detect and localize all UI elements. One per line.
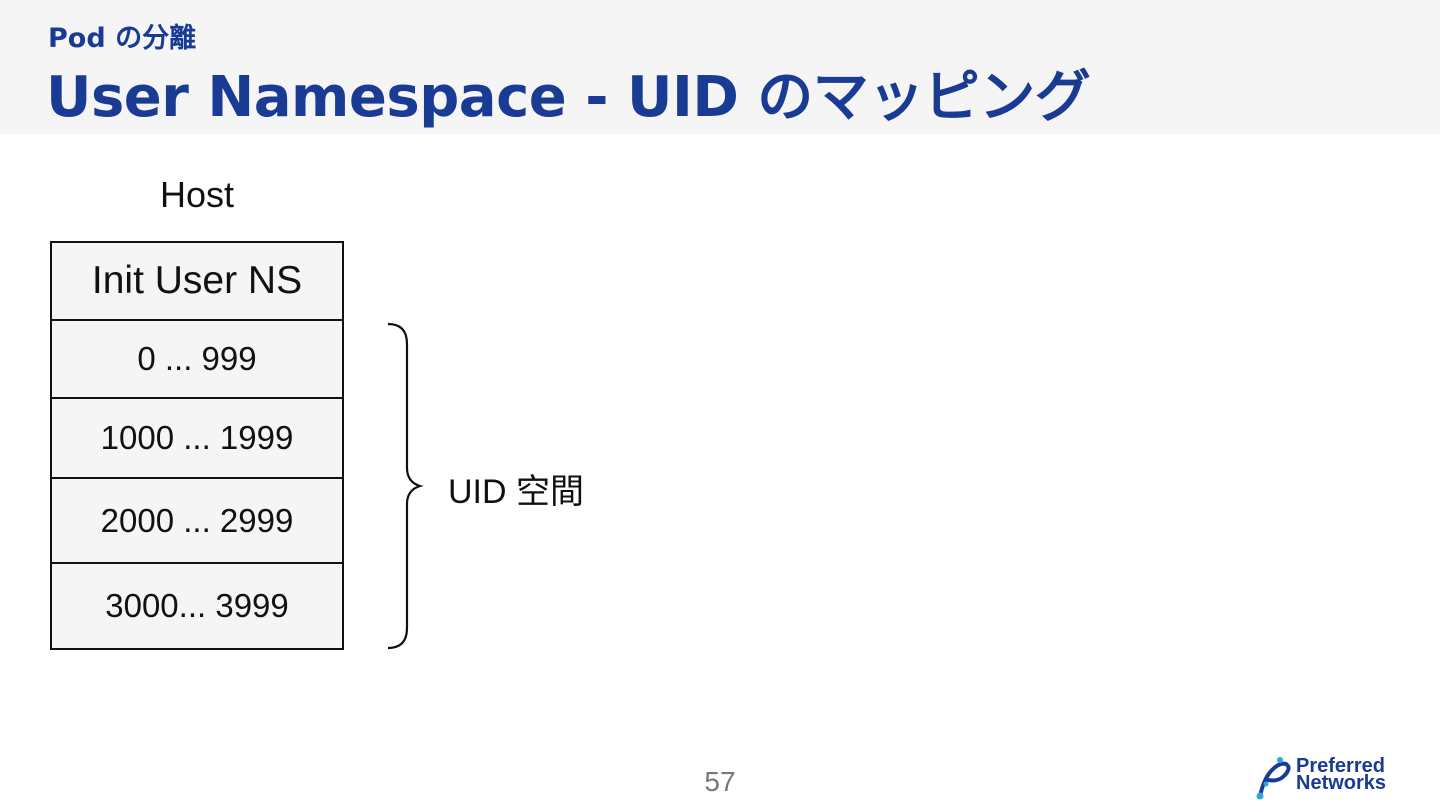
host-label: Host <box>159 174 235 215</box>
logo-wordmark: Preferred Networks <box>1296 755 1387 794</box>
logo-line-2: Networks <box>1296 772 1387 794</box>
slide-title: User Namespace - UID のマッピング <box>46 65 1091 130</box>
logo-line-1: Preferred <box>1296 755 1385 777</box>
uid-range-cell: 3000... 3999 <box>52 564 342 648</box>
uid-space-label: UID 空間 <box>448 473 584 511</box>
uid-range-cell: 0 ... 999 <box>52 321 342 399</box>
section-subtitle: Pod の分離 <box>48 23 197 54</box>
init-user-ns-table: Init User NS 0 ... 999 1000 ... 1999 200… <box>50 241 344 650</box>
pfn-logo-mark-icon <box>1256 757 1291 800</box>
page-number: 57 <box>704 766 736 797</box>
ns-header-cell: Init User NS <box>52 243 342 321</box>
slide-header: Pod の分離 User Namespace - UID のマッピング <box>0 0 1440 134</box>
uid-range-cell: 2000 ... 2999 <box>52 479 342 564</box>
preferred-networks-logo: Preferred Networks <box>1254 756 1424 800</box>
uid-range-cell: 1000 ... 1999 <box>52 399 342 479</box>
curly-brace <box>387 322 424 650</box>
